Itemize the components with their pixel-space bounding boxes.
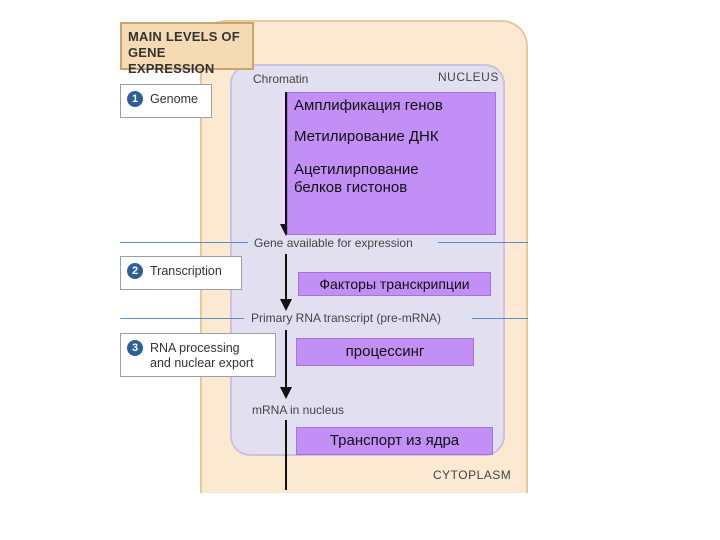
cytoplasm-label: CYTOPLASM [433, 468, 512, 482]
overlay-histone-acetylation-line2: белков гистонов [294, 179, 408, 196]
processing-overlay: процессинг [296, 338, 474, 366]
mrna-in-nucleus-label: mRNA in nucleus [252, 403, 345, 417]
primary-transcript-label: Primary RNA transcript (pre-mRNA) [249, 311, 444, 325]
nucleus-label: NUCLEUS [438, 70, 499, 84]
chromatin-label: Chromatin [253, 72, 309, 86]
level-label: Genome [150, 92, 198, 106]
gene-available-label: Gene available for expression [252, 236, 415, 250]
transcription-factors-overlay: Факторы транскрипции [298, 272, 491, 296]
divider-line-right-2 [472, 318, 528, 319]
overlay-dna-methylation: Метилирование ДНК [294, 128, 439, 145]
level-label: Transcription [150, 264, 222, 278]
level-label-line2: and nuclear export [150, 356, 254, 370]
level-number-badge: 3 [127, 340, 143, 356]
divider-line-left-1 [120, 242, 248, 243]
divider-line-left-2 [120, 318, 244, 319]
overlay-gene-amplification: Амплификация генов [294, 97, 443, 114]
arrow-head-3 [280, 387, 292, 399]
level-rna-processing-box: 3 RNA processing and nuclear export [120, 333, 276, 377]
divider-line-right-1 [438, 242, 528, 243]
level-label-line1: RNA processing [150, 341, 240, 355]
main-title-line1: MAIN LEVELS OF [128, 29, 240, 44]
epigenetic-regulation-overlay: Амплификация генов Метилирование ДНК Аце… [287, 92, 496, 235]
level-transcription-box: 2 Transcription [120, 256, 242, 290]
arrow-head-2 [280, 299, 292, 311]
level-genome-box: 1 Genome [120, 84, 212, 118]
overlay-histone-acetylation-line1: Ацетилирпование [294, 161, 419, 178]
nuclear-export-overlay: Транспорт из ядра [296, 427, 493, 455]
level-number-badge: 1 [127, 91, 143, 107]
main-title-box: MAIN LEVELS OF GENE EXPRESSION [120, 22, 254, 76]
main-title-line2: GENE EXPRESSION [128, 45, 215, 76]
level-number-badge: 2 [127, 263, 143, 279]
